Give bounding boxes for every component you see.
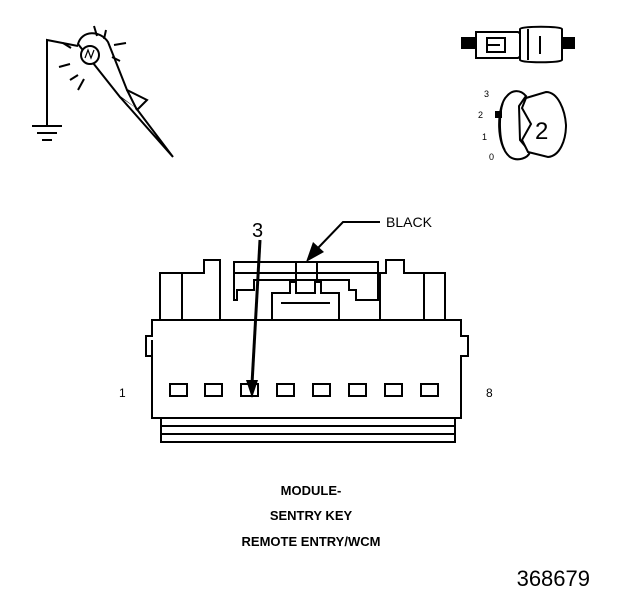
connector-body — [145, 259, 469, 443]
diagram-caption: MODULE- SENTRY KEY REMOTE ENTRY/WCM — [242, 483, 381, 549]
ignition-position-2: 2 — [478, 110, 483, 120]
pin-label-first: 1 — [119, 386, 126, 400]
pin-label-last: 8 — [486, 386, 493, 400]
cavity-6 — [348, 383, 367, 397]
pin-callout-arrow — [246, 239, 262, 398]
figure-number: 368679 — [517, 566, 590, 591]
ignition-position-1: 1 — [482, 132, 487, 142]
cavity-7 — [384, 383, 403, 397]
ignition-position-0: 0 — [489, 152, 494, 162]
test-light-probe-icon — [32, 25, 174, 158]
cavity-5 — [312, 383, 331, 397]
caption-line-3: REMOTE ENTRY/WCM — [242, 534, 381, 549]
cavity-2 — [204, 383, 223, 397]
ignition-key-icon — [461, 25, 575, 64]
connector-color-label: BLACK — [386, 214, 433, 230]
caption-line-1: MODULE- — [281, 483, 342, 498]
cavity-1 — [169, 383, 188, 397]
pin-callout-number: 3 — [252, 220, 263, 242]
cavity-4 — [276, 383, 295, 397]
cavity-8 — [420, 383, 439, 397]
caption-line-2: SENTRY KEY — [270, 508, 353, 523]
ignition-selected-position: 2 — [535, 118, 548, 145]
color-callout-leader — [306, 221, 380, 262]
connector-cavities — [169, 383, 439, 397]
ignition-switch-icon: 3 2 1 0 2 — [478, 89, 568, 162]
ignition-position-3: 3 — [484, 89, 489, 99]
